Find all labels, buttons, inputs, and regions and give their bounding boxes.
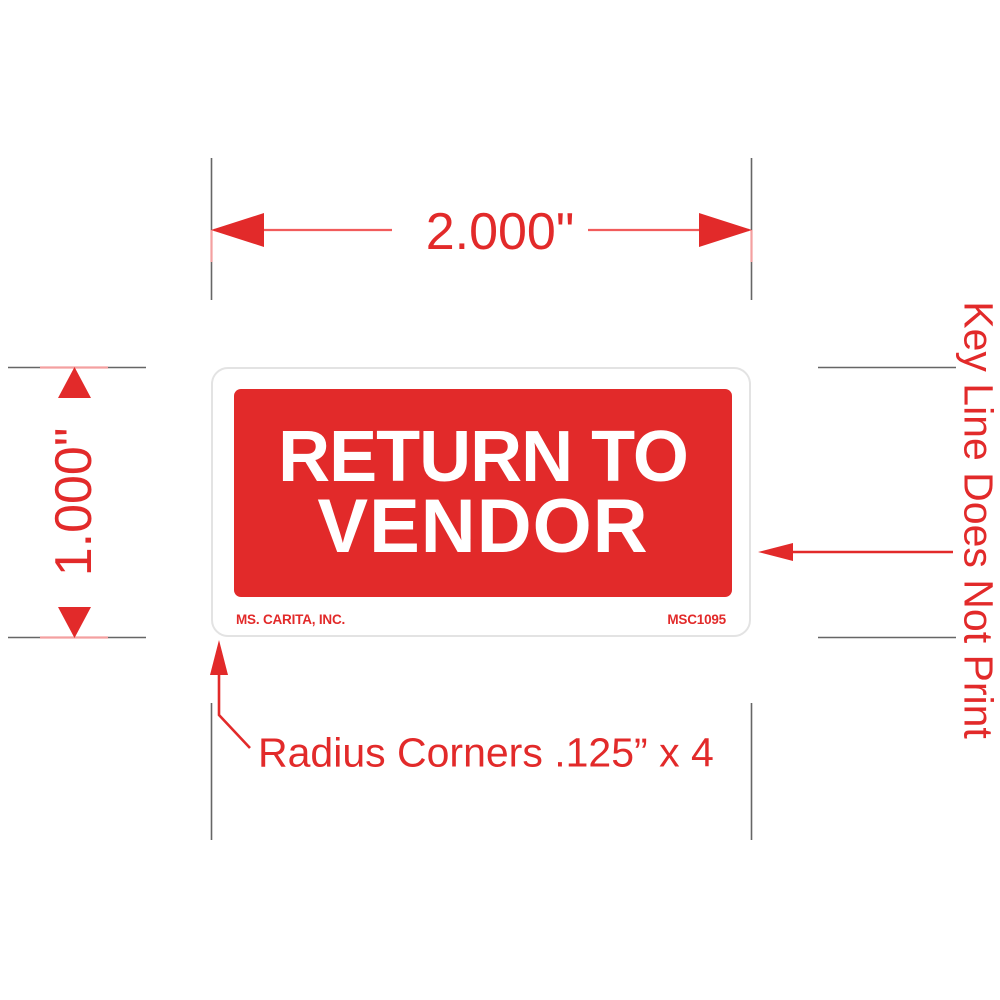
keyline-note-label: Key Line Does Not Print	[955, 301, 1000, 739]
label-footer-company: MS. CARITA, INC.	[236, 611, 346, 627]
height-arrowhead-bottom	[58, 607, 91, 638]
radius-leader-arrowhead	[210, 640, 228, 675]
label-footer: MS. CARITA, INC. MSC1095	[236, 607, 726, 631]
label-headline-line-2: VENDOR	[317, 484, 649, 570]
height-dimension-label: 1.000"	[45, 427, 103, 577]
label-headline-line-1: RETURN TO	[278, 416, 689, 497]
height-arrowhead-top	[58, 367, 91, 398]
keyline-leader-arrowhead	[758, 543, 793, 561]
radius-corners-note-label: Radius Corners .125” x 4	[258, 729, 714, 776]
label-footer-part-number: MSC1095	[667, 611, 726, 627]
width-arrowhead-right	[699, 213, 752, 247]
radius-leader-line	[217, 656, 251, 749]
width-arrowhead-left	[211, 213, 264, 247]
label-keyline-border: RETURN TO VENDOR MS. CARITA, INC. MSC109…	[211, 367, 751, 637]
label-red-panel: RETURN TO VENDOR	[234, 389, 732, 597]
width-dimension-label: 2.000"	[425, 203, 575, 261]
